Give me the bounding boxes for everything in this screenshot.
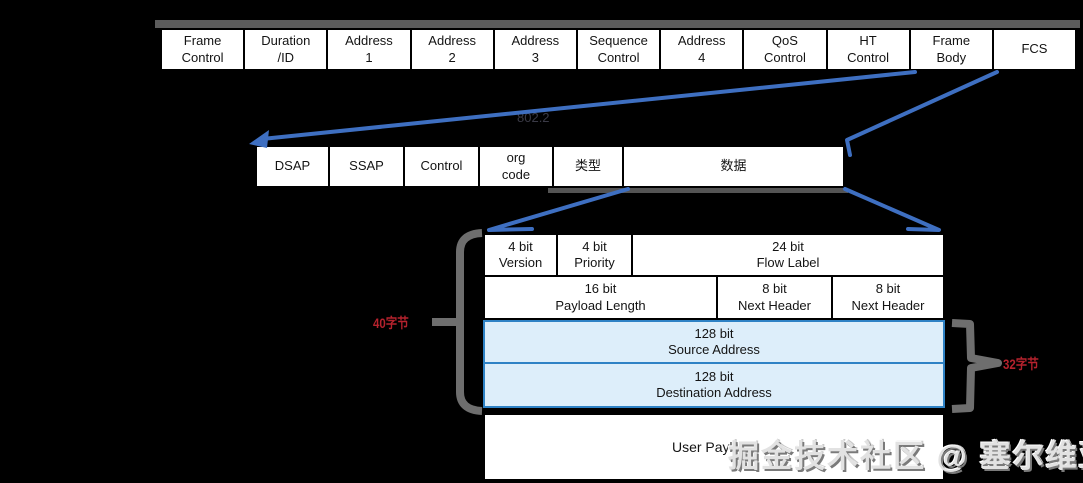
mac-cell-qos-control: QoS Control <box>744 28 828 71</box>
mac-cell-address-1: Address 1 <box>328 28 412 71</box>
ipv6-header-table: 4 bit Version 4 bit Priority 24 bit Flow… <box>483 233 945 408</box>
mac-cell-frame-body: Frame Body <box>910 28 994 71</box>
ipv6-source-address-row: 128 bit Source Address <box>483 320 945 364</box>
llc-snap-row: DSAP SSAP Control org code 类型 数据 <box>255 145 845 188</box>
llc-cell-data: 数据 <box>624 145 845 188</box>
mac-cell-duration-id: Duration /ID <box>245 28 329 71</box>
ipv6-cell-flow-label: 24 bit Flow Label <box>633 233 945 277</box>
ipv6-cell-next-header-2: 8 bit Next Header <box>833 277 945 320</box>
mac-cell-address-3: Address 3 <box>494 28 578 71</box>
llc-shadow-strip <box>548 188 848 193</box>
mac-cell-address-4: Address 4 <box>661 28 745 71</box>
llc-cell-type: 类型 <box>554 145 624 188</box>
mac-frame-row: Frame Control Duration /ID Address 1 Add… <box>160 28 1078 71</box>
ipv6-cell-next-header-1: 8 bit Next Header <box>718 277 833 320</box>
connector-framebody-to-llc-left <box>260 70 917 141</box>
ipv6-row-2: 16 bit Payload Length 8 bit Next Header … <box>483 277 945 320</box>
ipv6-destination-address-row: 128 bit Destination Address <box>483 364 945 408</box>
mac-cell-fcs: FCS <box>993 28 1078 71</box>
user-payload-label: User Payload <box>671 439 757 455</box>
ipv6-cell-payload-length: 16 bit Payload Length <box>483 277 718 320</box>
ipv6-cell-version: 4 bit Version <box>483 233 558 277</box>
byte-label-header-total: 40字节 <box>373 315 409 331</box>
llc-cell-ssap: SSAP <box>330 145 405 188</box>
llc-cell-org-code: org code <box>480 145 554 188</box>
faint-8022-label: 802.2 <box>517 110 550 125</box>
mac-cell-sequence-control: Sequence Control <box>577 28 662 71</box>
top-shadow-strip <box>155 20 1080 28</box>
mac-cell-frame-control: Frame Control <box>160 28 246 71</box>
ipv6-row-1: 4 bit Version 4 bit Priority 24 bit Flow… <box>483 233 945 277</box>
mac-cell-address-2: Address 2 <box>411 28 495 71</box>
ipv6-cell-priority: 4 bit Priority <box>558 233 633 277</box>
bracket-addresses-32bytes <box>951 319 1002 413</box>
bracket-ipv6-header-40bytes <box>432 229 483 415</box>
user-payload-box: User Payload <box>483 413 945 481</box>
watermark-text: 掘金技术社区 @ 塞尔维亚大汉 <box>728 439 1083 474</box>
connector-data-to-ipv6-right <box>843 187 941 232</box>
llc-cell-control: Control <box>405 145 480 188</box>
mac-cell-ht-control: HT Control <box>827 28 911 71</box>
connector-data-to-ipv6-left <box>487 187 630 232</box>
llc-cell-dsap: DSAP <box>255 145 330 188</box>
connector-framebody-to-llc-right <box>845 70 999 157</box>
byte-label-addresses: 32字节 <box>1003 356 1039 372</box>
